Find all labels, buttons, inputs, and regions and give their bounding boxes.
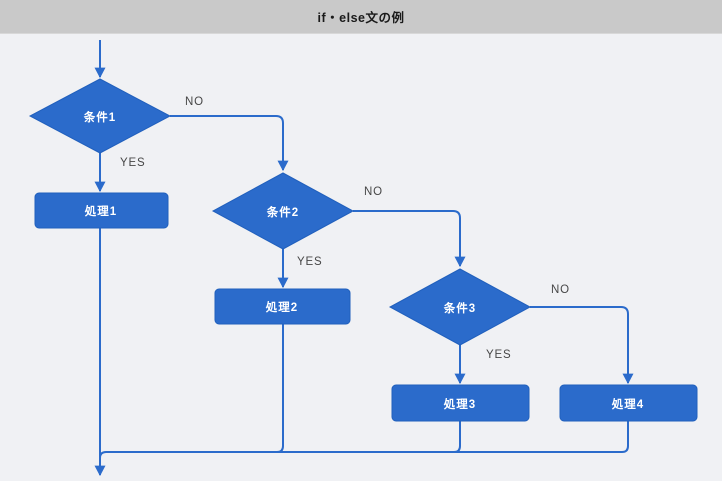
decision-node-label: 条件2 bbox=[266, 205, 299, 219]
connector-condition1-no bbox=[170, 115, 289, 172]
process-node-process2: 処理2 bbox=[214, 288, 351, 325]
title-bar: if・else文の例 bbox=[0, 0, 722, 34]
diamond-shape bbox=[388, 268, 532, 346]
branch-label-yes-condition3: YES bbox=[486, 349, 511, 361]
connector-process2-merge bbox=[271, 324, 284, 453]
decision-node-condition2: 条件2 bbox=[211, 172, 355, 250]
process-node-process3: 処理3 bbox=[391, 384, 530, 422]
process-node-process4: 処理4 bbox=[559, 384, 698, 422]
decision-node-label: 条件1 bbox=[83, 110, 116, 124]
diamond-shape bbox=[28, 78, 172, 154]
connector-condition3-no bbox=[530, 306, 634, 385]
decision-node-label: 条件3 bbox=[443, 301, 476, 315]
rect-shape bbox=[559, 384, 698, 422]
diagram-title: if・else文の例 bbox=[317, 11, 405, 25]
rect-shape bbox=[214, 288, 351, 325]
branch-label-no-condition3: NO bbox=[551, 284, 570, 296]
connector-process4-merge-line bbox=[99, 421, 629, 461]
process-node-label: 処理4 bbox=[611, 397, 644, 411]
rect-shape bbox=[391, 384, 530, 422]
branch-label-no-condition1: NO bbox=[185, 96, 204, 108]
branch-label-yes-condition2: YES bbox=[297, 256, 322, 268]
branch-label-yes-condition1: YES bbox=[120, 157, 145, 169]
branch-label-no-condition2: NO bbox=[364, 186, 383, 198]
rect-shape bbox=[34, 192, 169, 229]
process-node-process1: 処理1 bbox=[34, 192, 169, 229]
decision-node-condition1: 条件1 bbox=[28, 78, 172, 154]
connector-process3-merge bbox=[448, 421, 461, 453]
decision-node-condition3: 条件3 bbox=[388, 268, 532, 346]
connector-condition2-no bbox=[353, 210, 466, 268]
process-node-label: 処理2 bbox=[265, 300, 298, 314]
process-node-label: 処理3 bbox=[443, 397, 476, 411]
diamond-shape bbox=[211, 172, 355, 250]
process-node-label: 処理1 bbox=[84, 204, 117, 218]
